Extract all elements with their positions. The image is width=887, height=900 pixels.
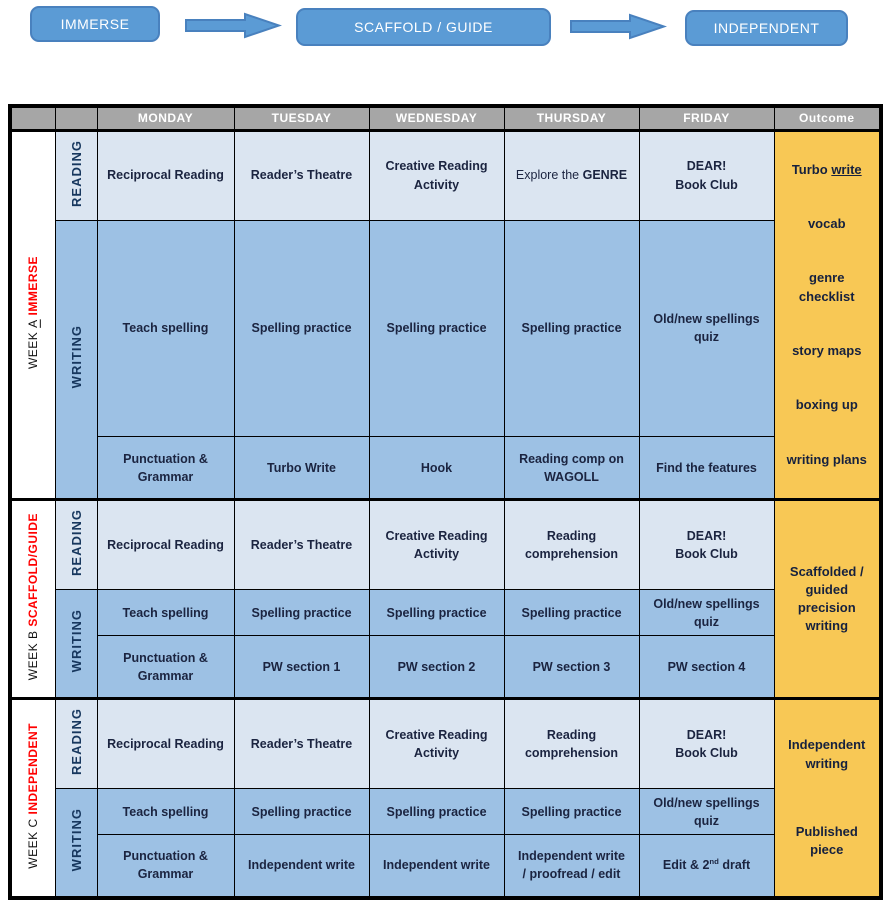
table-cell: Spelling practice	[503, 219, 640, 438]
weekly-timetable: MONDAY TUESDAY WEDNESDAY THURSDAY FRIDAY…	[8, 104, 883, 900]
week-c-writing-row-2: Punctuation & Grammar Independent write …	[10, 834, 881, 899]
table-cell: Spelling practice	[233, 589, 370, 637]
table-cell: Turbo Write	[233, 436, 370, 501]
table-cell: Old/new spellings quiz	[638, 788, 775, 836]
table-cell: DEAR! Book Club	[638, 498, 775, 591]
outcome-item: story maps	[792, 343, 862, 358]
table-cell: Reciprocal Reading	[96, 697, 235, 790]
table-cell: PW section 1	[233, 635, 370, 700]
writing-label-cell: WRITING	[54, 589, 98, 700]
week-b-writing-row-2: Punctuation & Grammar PW section 1 PW se…	[10, 635, 881, 700]
week-c-section: WEEK C INDEPENDENT READING Reciprocal Re…	[9, 697, 882, 899]
corner-cell	[9, 105, 56, 132]
right-arrow-icon	[184, 12, 283, 44]
header-friday: FRIDAY	[638, 105, 775, 132]
table-cell: Find the features	[638, 436, 775, 501]
table-cell: Punctuation & Grammar	[96, 635, 235, 700]
table-cell: Reading comp on WAGOLL	[503, 436, 640, 501]
week-a-outcome-cell: Turbo write vocab genre checklist story …	[773, 128, 882, 501]
week-b-label: WEEK B SCAFFOLD/GUIDE	[26, 513, 41, 681]
flow-step-scaffold-guide: SCAFFOLD / GUIDE	[296, 8, 551, 46]
table-cell: Reader’s Theatre	[233, 697, 370, 790]
table-cell: Reader’s Theatre	[233, 128, 370, 221]
week-b-section: WEEK B SCAFFOLD/GUIDE READING Reciprocal…	[9, 498, 882, 700]
table-cell: Punctuation & Grammar	[96, 436, 235, 501]
table-cell: Spelling practice	[503, 788, 640, 836]
table-cell: Edit & 2nd draft	[638, 834, 775, 899]
outcome-item: Independent writing	[788, 737, 866, 771]
table-cell: Independent write	[233, 834, 370, 899]
week-c-reading-row: WEEK C INDEPENDENT READING Reciprocal Re…	[9, 697, 882, 899]
outcome-item: vocab	[807, 216, 846, 232]
reading-label-cell: READING	[54, 498, 98, 591]
table-cell: Independent write	[368, 834, 505, 899]
header-outcome: Outcome	[773, 105, 882, 132]
week-a-writing-row-2: Punctuation & Grammar Turbo Write Hook R…	[10, 436, 881, 501]
table-cell: Old/new spellings quiz	[638, 589, 775, 637]
table-cell: Spelling practice	[368, 219, 505, 438]
table-cell: Reciprocal Reading	[96, 498, 235, 591]
table-cell: Hook	[368, 436, 505, 501]
table-cell: Reader’s Theatre	[233, 498, 370, 591]
table-cell: PW section 2	[368, 635, 505, 700]
week-b-reading-row: WEEK B SCAFFOLD/GUIDE READING Reciprocal…	[9, 498, 882, 700]
corner-cell	[54, 105, 98, 132]
table-cell: Old/new spellings quiz	[638, 219, 775, 438]
header-row: MONDAY TUESDAY WEDNESDAY THURSDAY FRIDAY…	[9, 105, 882, 132]
flow-step-independent: INDEPENDENT	[685, 10, 848, 46]
table-cell: PW section 3	[503, 635, 640, 700]
table-cell: Creative Reading Activity	[368, 128, 505, 221]
table-cell: Teach spelling	[96, 219, 235, 438]
outcome-item: Turbo write	[791, 161, 862, 177]
outcome-item: boxing up	[795, 397, 858, 413]
table-cell: Spelling practice	[503, 589, 640, 637]
week-b-writing-row-1: WRITING Teach spelling Spelling practice…	[10, 589, 881, 700]
table-cell: Spelling practice	[233, 788, 370, 836]
table-cell: Reciprocal Reading	[96, 128, 235, 221]
flow-diagram: IMMERSE SCAFFOLD / GUIDE INDEPENDENT	[0, 0, 887, 104]
outcome-item: Published piece	[795, 823, 858, 858]
outcome-item: writing plans	[786, 451, 867, 467]
week-c-label: WEEK C INDEPENDENT	[26, 722, 41, 869]
week-b-label-cell: WEEK B SCAFFOLD/GUIDE	[9, 498, 56, 700]
week-a-section: WEEK A IMMERSE READING Reciprocal Readin…	[9, 128, 882, 501]
week-c-writing-row-1: WRITING Teach spelling Spelling practice…	[10, 788, 881, 899]
week-a-reading-row: WEEK A IMMERSE READING Reciprocal Readin…	[9, 128, 882, 501]
week-a-writing-row-1: WRITING Teach spelling Spelling practice…	[10, 219, 881, 501]
writing-label-cell: WRITING	[54, 219, 98, 501]
header-monday: MONDAY	[96, 105, 235, 132]
week-b-outcome-cell: Scaffolded / guided precision writing	[773, 498, 882, 700]
table-cell: Spelling practice	[368, 788, 505, 836]
outcome-item: genre checklist	[798, 270, 855, 304]
week-a-label: WEEK A IMMERSE	[26, 255, 41, 369]
reading-label-cell: READING	[54, 697, 98, 790]
header-thursday: THURSDAY	[503, 105, 640, 132]
table-cell: Creative Reading Activity	[368, 498, 505, 591]
table-cell: Spelling practice	[233, 219, 370, 438]
table-cell: PW section 4	[638, 635, 775, 700]
table-cell: Teach spelling	[96, 589, 235, 637]
right-arrow-icon	[569, 13, 668, 45]
flow-step-immerse: IMMERSE	[30, 6, 160, 42]
week-c-outcome-cell: Independent writing Published piece	[773, 697, 882, 899]
table-cell: Reading comprehension	[503, 498, 640, 591]
week-a-label-cell: WEEK A IMMERSE	[9, 128, 56, 501]
table-cell: Spelling practice	[368, 589, 505, 637]
writing-label-cell: WRITING	[54, 788, 98, 899]
table-cell: DEAR! Book Club	[638, 128, 775, 221]
table-cell: Independent write / proofread / edit	[503, 834, 640, 899]
table-cell: Creative Reading Activity	[368, 697, 505, 790]
table-cell: DEAR! Book Club	[638, 697, 775, 790]
header-tuesday: TUESDAY	[233, 105, 370, 132]
week-c-label-cell: WEEK C INDEPENDENT	[9, 697, 56, 899]
table-cell: Reading comprehension	[503, 697, 640, 790]
table-cell: Punctuation & Grammar	[96, 834, 235, 899]
reading-label-cell: READING	[54, 128, 98, 221]
table-cell: Explore the GENRE	[503, 128, 640, 221]
table-cell: Teach spelling	[96, 788, 235, 836]
header-wednesday: WEDNESDAY	[368, 105, 505, 132]
